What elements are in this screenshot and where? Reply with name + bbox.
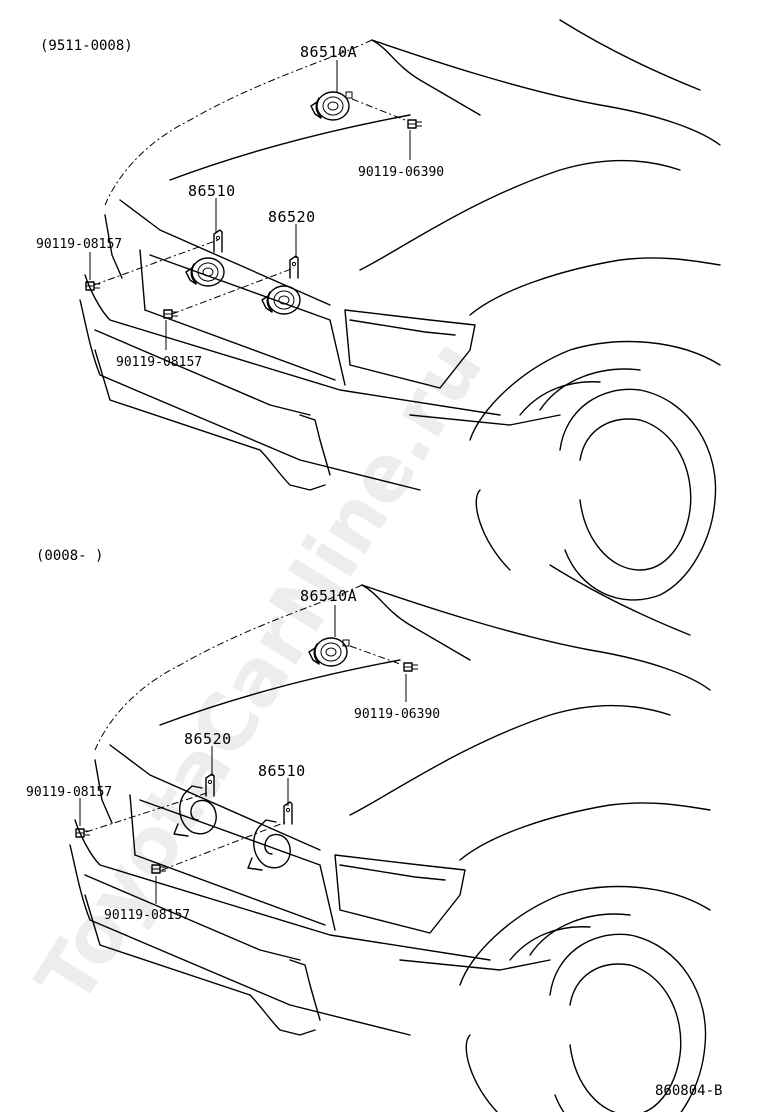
part-label-90119-06390-2: 90119-06390 xyxy=(354,707,440,722)
bolt-icon xyxy=(407,119,423,129)
part-label-86510: 86510 xyxy=(188,182,236,200)
part-label-86520: 86520 xyxy=(268,208,316,226)
horn-86510-icon xyxy=(185,229,225,287)
section-1-range: (9511-0008) xyxy=(40,38,133,54)
bolt-icon xyxy=(403,662,419,672)
part-label-90119-08157-bottom: 90119-08157 xyxy=(116,355,202,370)
part-label-90119-08157-left: 90119-08157 xyxy=(36,237,122,252)
diagram-id: 860804-B xyxy=(655,1083,722,1099)
part-label-90119-08157-left-2: 90119-08157 xyxy=(26,785,112,800)
part-label-86510A-2: 86510A xyxy=(300,587,357,605)
horn-86510A-icon xyxy=(308,637,350,667)
section-2-range: (0008- ) xyxy=(36,548,103,564)
section-2: (0008- ) 86510A 90119-06390 86520 86510 xyxy=(26,548,711,1112)
bolt-icon xyxy=(163,309,179,319)
section-1: (9511-0008) 86510A 90119-06390 86510 865… xyxy=(36,19,721,601)
part-label-86510-2: 86510 xyxy=(258,762,306,780)
horn-86510-icon xyxy=(247,801,293,871)
horn-86520-icon xyxy=(261,255,301,315)
part-label-90119-08157-bottom-2: 90119-08157 xyxy=(104,908,190,923)
horn-86510A-icon xyxy=(310,91,353,121)
part-label-86510A: 86510A xyxy=(300,43,357,61)
part-label-86520-2: 86520 xyxy=(184,730,232,748)
part-label-90119-06390: 90119-06390 xyxy=(358,165,444,180)
